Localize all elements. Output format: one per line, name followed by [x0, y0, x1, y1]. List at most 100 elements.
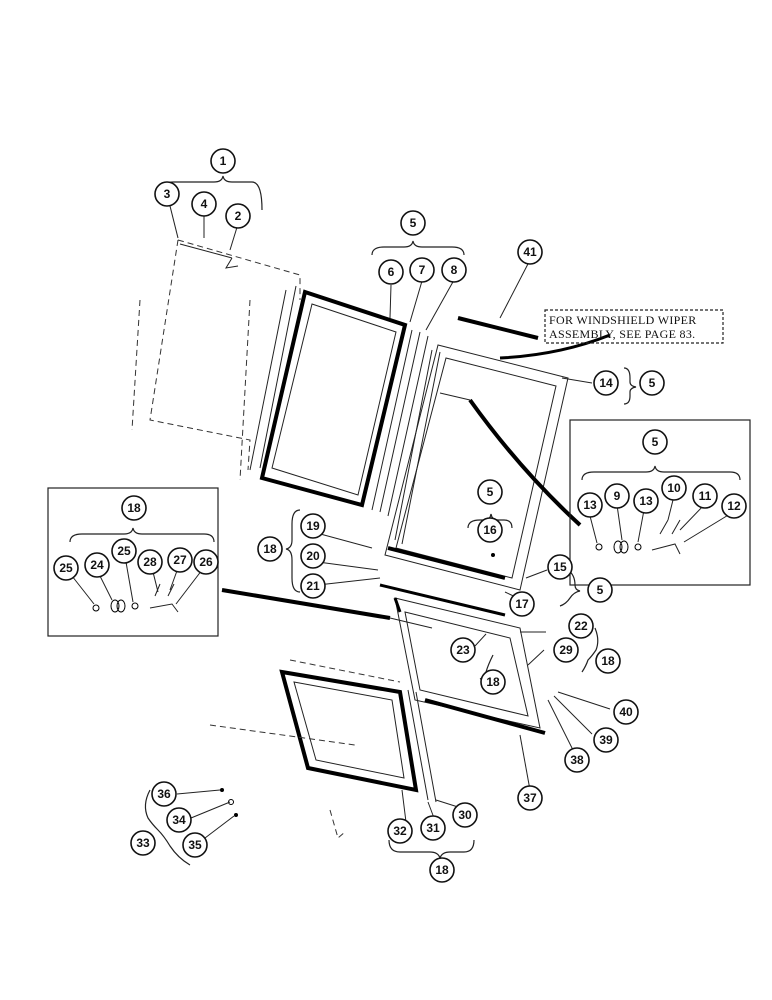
svg-text:23: 23: [456, 643, 470, 657]
svg-text:40: 40: [619, 705, 633, 719]
svg-text:12: 12: [727, 499, 741, 513]
callout-29: 29: [553, 637, 579, 663]
seal-strip-part-41: [457, 316, 539, 340]
callout-6: 6: [378, 259, 404, 285]
callout-41: 41: [517, 239, 543, 265]
lower-window-frame-part-29: [379, 583, 546, 803]
callout-5-right: 5: [639, 370, 665, 396]
svg-text:39: 39: [599, 733, 613, 747]
callout-34: 34: [166, 807, 192, 833]
svg-text:30: 30: [458, 808, 472, 822]
callout-18-left: 18: [257, 536, 283, 562]
callout-26: 26: [193, 549, 219, 575]
svg-text:5: 5: [652, 435, 659, 449]
callout-9: 9: [604, 483, 630, 509]
callout-15: 15: [547, 554, 573, 580]
handle-assembly-part-33: [209, 724, 356, 839]
callout-16: 16: [477, 517, 503, 543]
svg-text:18: 18: [127, 501, 141, 515]
svg-text:18: 18: [601, 654, 615, 668]
svg-text:10: 10: [667, 481, 681, 495]
callout-32: 32: [387, 818, 413, 844]
callout-18-right: 18: [595, 648, 621, 674]
svg-text:35: 35: [188, 838, 202, 852]
callout-8: 8: [441, 257, 467, 283]
svg-text:25: 25: [117, 544, 131, 558]
callout-21: 21: [300, 573, 326, 599]
callout-7: 7: [409, 257, 435, 283]
wiper-note-line-1: FOR WINDSHIELD WIPER: [549, 313, 697, 327]
callout-14: 14: [593, 370, 619, 396]
group-braces: [144, 175, 637, 866]
door-frame-part-5: [384, 344, 569, 591]
callout-22: 22: [568, 613, 594, 639]
svg-text:29: 29: [559, 643, 573, 657]
svg-text:22: 22: [574, 619, 588, 633]
svg-text:31: 31: [426, 821, 440, 835]
svg-text:8: 8: [451, 263, 458, 277]
svg-text:1: 1: [220, 154, 227, 168]
svg-text:9: 9: [614, 489, 621, 503]
svg-text:27: 27: [173, 553, 187, 567]
callout-30: 30: [452, 802, 478, 828]
svg-text:5: 5: [410, 216, 417, 230]
svg-text:11: 11: [699, 489, 712, 503]
callout-10: 10: [661, 475, 687, 501]
svg-text:18: 18: [263, 542, 277, 556]
svg-text:7: 7: [419, 263, 426, 277]
svg-text:34: 34: [172, 813, 186, 827]
svg-text:24: 24: [90, 558, 104, 572]
callout-27: 27: [167, 547, 193, 573]
svg-text:25: 25: [59, 561, 73, 575]
callout-38: 38: [564, 747, 590, 773]
callout-13-left: 13: [577, 492, 603, 518]
inset-box-5: [569, 419, 751, 586]
svg-text:37: 37: [523, 791, 537, 805]
wiper-note: FOR WINDSHIELD WIPER ASSEMBLY, SEE PAGE …: [544, 309, 724, 344]
callout-25-left: 25: [53, 555, 79, 581]
callout-4: 4: [191, 191, 217, 217]
inset-18-leader: [221, 588, 391, 620]
callout-25-right: 25: [111, 538, 137, 564]
callout-3: 3: [154, 181, 180, 207]
callout-5-top: 5: [400, 210, 426, 236]
callout-40: 40: [613, 699, 639, 725]
callout-24: 24: [84, 552, 110, 578]
callout-36: 36: [151, 781, 177, 807]
front-glass-part-6: [249, 285, 429, 517]
callout-5-inset: 5: [642, 429, 668, 455]
callout-5-center: 5: [477, 479, 503, 505]
svg-text:36: 36: [157, 787, 171, 801]
svg-text:41: 41: [523, 245, 537, 259]
svg-text:16: 16: [483, 523, 497, 537]
callout-19: 19: [300, 513, 326, 539]
callout-5-lower: 5: [587, 577, 613, 603]
svg-text:6: 6: [388, 265, 395, 279]
callout-11: 11: [692, 483, 718, 509]
callout-18-inset: 18: [121, 495, 147, 521]
svg-text:18: 18: [486, 675, 500, 689]
svg-text:14: 14: [599, 376, 613, 390]
svg-text:18: 18: [435, 863, 449, 877]
svg-text:20: 20: [306, 549, 320, 563]
svg-text:13: 13: [583, 498, 597, 512]
callout-20: 20: [300, 543, 326, 569]
panel-assembly-part-1: [131, 239, 301, 481]
svg-text:32: 32: [393, 824, 407, 838]
callout-23: 23: [450, 637, 476, 663]
callout-18-bottom: 18: [429, 857, 455, 883]
leader-lines: [71, 193, 731, 839]
callout-1: 1: [210, 148, 236, 174]
lower-glass-part-32: [279, 659, 419, 793]
callout-28: 28: [137, 549, 163, 575]
wiper-note-line-2: ASSEMBLY, SEE PAGE 83.: [549, 327, 695, 341]
callout-31: 31: [420, 815, 446, 841]
svg-text:19: 19: [306, 519, 320, 533]
callout-37: 37: [517, 785, 543, 811]
svg-text:38: 38: [570, 753, 584, 767]
inset-5-leader: [468, 398, 582, 527]
svg-text:15: 15: [553, 560, 567, 574]
callout-2: 2: [225, 203, 251, 229]
wiper-note-leader: [499, 333, 611, 360]
